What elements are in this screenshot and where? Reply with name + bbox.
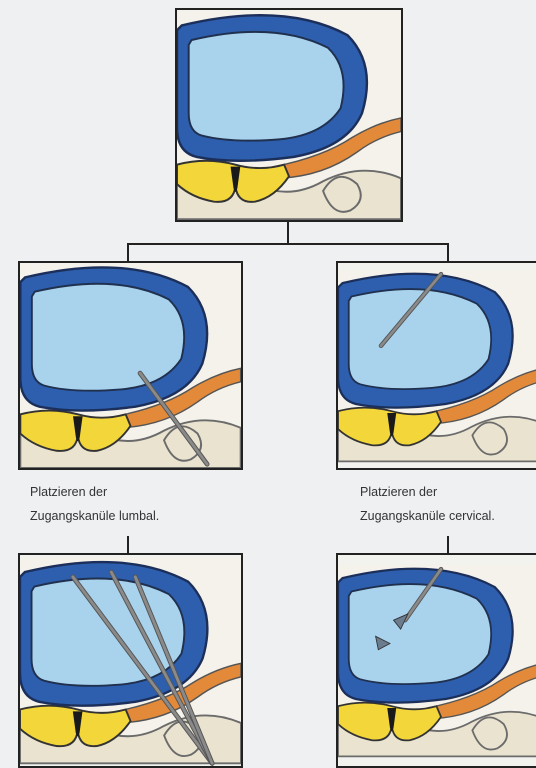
- illustration-panel-cervical-step2: [336, 553, 536, 768]
- connector-right-vertical: [447, 243, 449, 262]
- spine-disc-illustration: [20, 555, 241, 766]
- connector-top-vertical: [287, 222, 289, 244]
- caption-lumbal-line1: Platzieren der: [30, 480, 159, 504]
- illustration-panel-top: [175, 8, 403, 222]
- caption-lumbal-line2: Zugangskanüle lumbal.: [30, 504, 159, 528]
- spine-disc-illustration: [338, 263, 536, 468]
- caption-lumbal: Platzieren der Zugangskanüle lumbal.: [30, 480, 159, 528]
- spine-disc-illustration: [338, 555, 536, 766]
- illustration-panel-lumbal-step2: [18, 553, 243, 768]
- connector-horizontal: [127, 243, 449, 245]
- connector-right-lower: [447, 536, 449, 554]
- spine-disc-illustration: [20, 263, 241, 468]
- disc-nucleus: [32, 284, 184, 391]
- caption-cervical: Platzieren der Zugangskanüle cervical.: [360, 480, 495, 528]
- disc-nucleus: [189, 32, 344, 141]
- connector-left-vertical: [127, 243, 129, 262]
- illustration-panel-cervical-step1: [336, 261, 536, 470]
- illustration-panel-lumbal-step1: [18, 261, 243, 470]
- disc-nucleus: [349, 289, 491, 389]
- caption-cervical-line2: Zugangskanüle cervical.: [360, 504, 495, 528]
- connector-left-lower: [127, 536, 129, 554]
- spine-disc-illustration: [177, 10, 401, 220]
- caption-cervical-line1: Platzieren der: [360, 480, 495, 504]
